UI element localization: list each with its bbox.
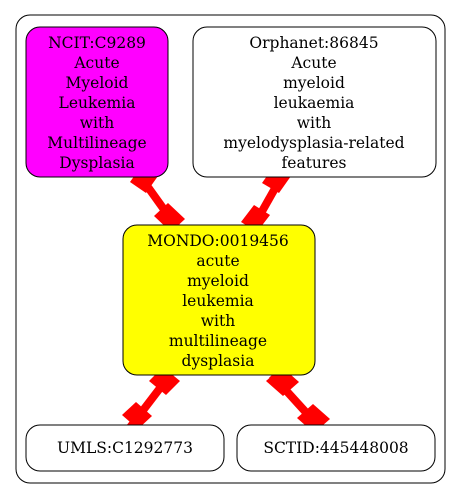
mondo-label-line: with [201,312,235,330]
mondo-label-line: MONDO:0019456 [147,232,289,250]
ncit-label-line: Dysplasia [59,154,134,172]
orphanet-label-line: leukaemia [274,94,355,112]
mondo-label-line: acute [196,252,239,270]
orphanet-label-line: myelodysplasia-related [223,134,404,152]
orphanet-label-line: with [297,114,331,132]
node-umls: UMLS:C1292773 [25,424,225,472]
ncit-label-line: with [80,114,114,132]
ncit-label-line: Leukemia [59,94,136,112]
node-sctid-label: SCTID:445448008 [263,439,408,457]
mondo-label-line: dysplasia [182,352,255,370]
node-mondo-label: MONDO:0019456 acute myeloid leukemia with mul… [147,232,289,370]
orphanet-label-line: myeloid [283,74,345,92]
mondo-label-line: multilineage [169,332,267,350]
edge-mondo-umls-diamond-bottom [122,402,152,429]
ncit-label-line: Myeloid [66,74,129,92]
ncit-label-line: Multilineage [47,134,146,152]
ncit-label-line: Acute [73,54,119,72]
node-sctid: SCTID:445448008 [236,424,436,472]
sctid-label-line: SCTID:445448008 [263,439,408,457]
node-mondo: MONDO:0019456 acute myeloid leukemia with mul… [122,224,316,376]
node-mondo-box [122,224,316,376]
node-umls-box [25,424,225,472]
orphanet-label-line: features [282,154,347,172]
node-sctid-box [236,424,436,472]
node-ncit-box [25,26,169,178]
node-umls-label: UMLS:C1292773 [57,439,193,457]
orphanet-label-line: Acute [290,54,336,72]
umls-label-line: UMLS:C1292773 [57,439,193,457]
node-orphanet-box [192,26,437,178]
ncit-label-line: NCIT:C9289 [48,34,146,52]
orphanet-label-line: Orphanet:86845 [249,34,378,52]
mondo-label-line: leukemia [182,292,254,310]
mondo-label-line: myeloid [187,272,249,290]
